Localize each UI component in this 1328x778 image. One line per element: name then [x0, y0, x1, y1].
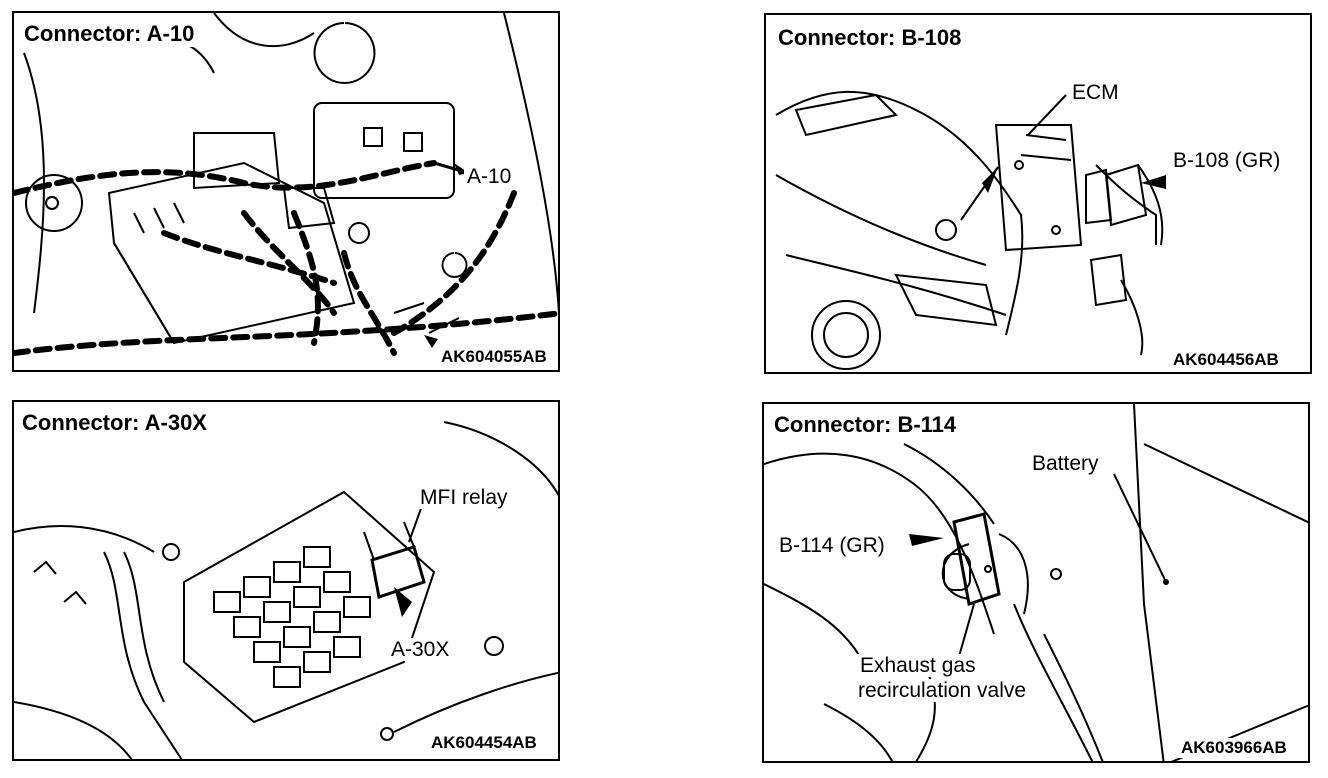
engine-bay-illustration-a10	[14, 13, 558, 356]
panel-title: Connector: B-108	[774, 25, 966, 51]
figure-code: AK604456AB	[1170, 350, 1282, 370]
egr-valve-illustration-b114	[764, 404, 1308, 761]
figure-code: AK604454AB	[428, 733, 540, 753]
panel-connector-a30x: Connector: A-30X MFI relay A-30X AK60445…	[12, 400, 560, 761]
egr-valve-label-line1: Exhaust gas	[857, 654, 979, 678]
panel-title: Connector: A-30X	[18, 410, 211, 436]
panel-title: Connector: B-114	[770, 412, 961, 438]
panel-connector-a10: Connector: A-10 A-10 AK604055AB	[12, 11, 560, 372]
relay-box-illustration-a30x	[14, 421, 558, 759]
connector-label-b114: B-114 (GR)	[776, 534, 888, 558]
panel-connector-b114: Connector: B-114 Battery B-114 (GR) Exha…	[762, 402, 1310, 763]
panel-connector-b108: Connector: B-108 ECM B-108 (GR) AK604456…	[764, 13, 1312, 374]
battery-label: Battery	[1029, 452, 1102, 476]
figure-code: AK603966AB	[1178, 738, 1290, 758]
egr-valve-label-line2: recirculation valve	[855, 679, 1030, 703]
mfi-relay-label: MFI relay	[417, 486, 511, 510]
connector-label-a10: A-10	[464, 165, 515, 189]
panel-title: Connector: A-10	[20, 21, 199, 47]
connector-label-b108: B-108 (GR)	[1170, 149, 1284, 173]
vehicle-ecm-illustration-b108	[775, 90, 1166, 370]
connector-label-a30x: A-30X	[388, 638, 453, 662]
figure-code: AK604055AB	[438, 347, 550, 367]
ecm-label: ECM	[1069, 81, 1122, 105]
